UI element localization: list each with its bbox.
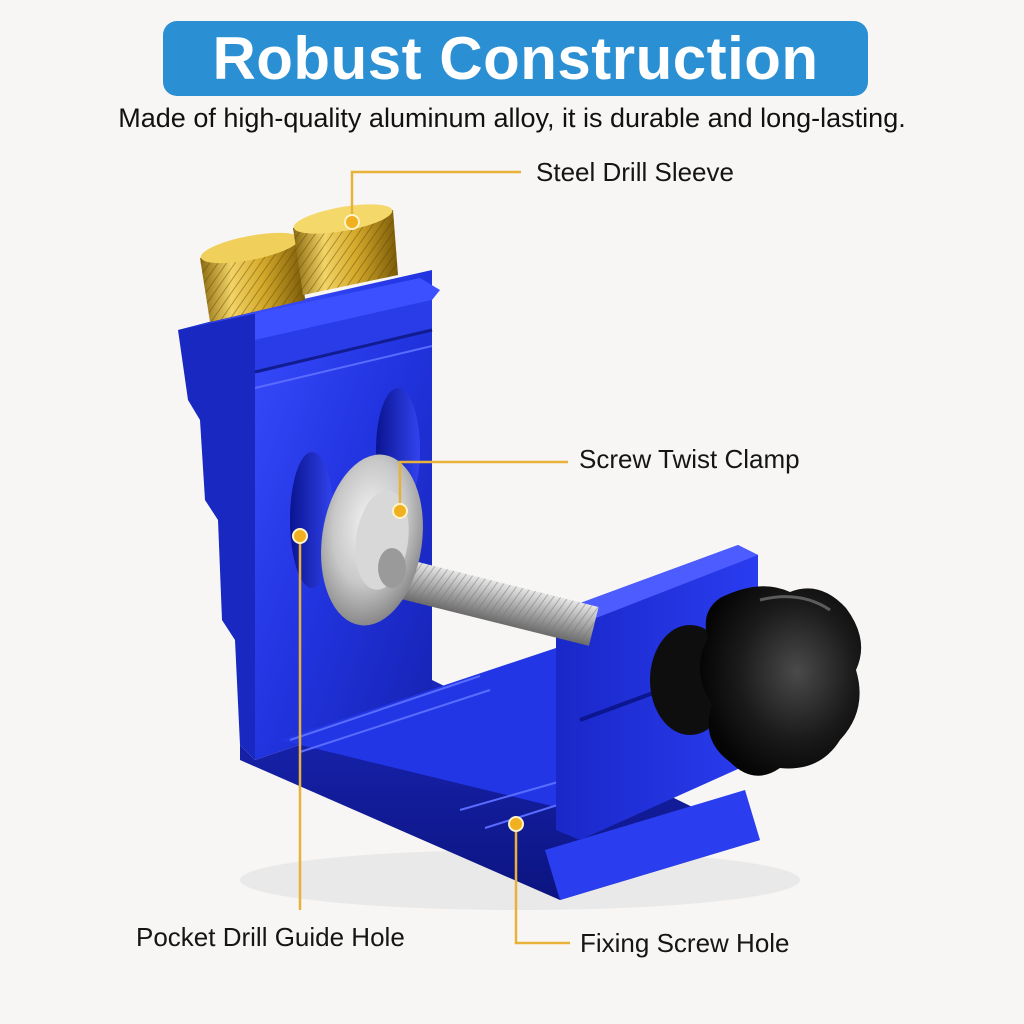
label-pocket-drill-guide-hole: Pocket Drill Guide Hole bbox=[136, 922, 405, 952]
dot-fixing-screw-hole bbox=[508, 816, 524, 832]
label-steel-drill-sleeve: Steel Drill Sleeve bbox=[536, 157, 734, 187]
leader-fixing-screw-hole bbox=[514, 824, 570, 945]
screw-twist-clamp bbox=[321, 454, 599, 646]
star-knob bbox=[650, 586, 862, 776]
subtitle: Made of high-quality aluminum alloy, it … bbox=[118, 103, 906, 133]
leader-screw-twist-clamp bbox=[398, 460, 568, 510]
drill-sleeves bbox=[200, 204, 398, 322]
title-banner: Robust Construction bbox=[163, 21, 868, 96]
drill-sleeve-left bbox=[200, 232, 305, 322]
drill-sleeve-right bbox=[293, 204, 398, 295]
leader-dots bbox=[292, 214, 524, 832]
leader-steel-drill-sleeve bbox=[350, 170, 521, 220]
label-screw-twist-clamp: Screw Twist Clamp bbox=[579, 444, 800, 474]
leader-lines bbox=[298, 170, 570, 945]
page-title: Robust Construction bbox=[212, 24, 819, 92]
dot-pocket-drill-guide-hole bbox=[292, 528, 308, 544]
label-fixing-screw-hole: Fixing Screw Hole bbox=[580, 928, 790, 958]
dot-screw-twist-clamp bbox=[392, 503, 408, 519]
dot-steel-drill-sleeve bbox=[344, 214, 360, 230]
